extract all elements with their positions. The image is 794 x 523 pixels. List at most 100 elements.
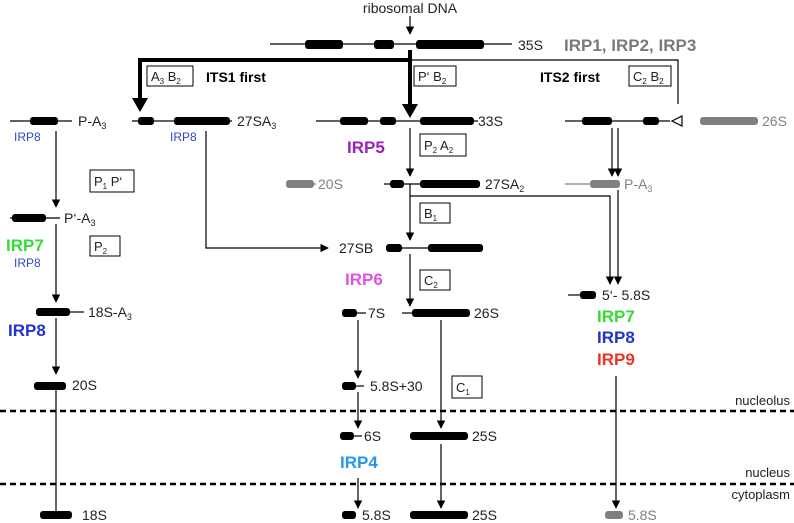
27sa3-bar-b <box>174 117 230 125</box>
box-b1 <box>419 202 451 224</box>
arrow-27sa2-to-58s <box>409 184 615 285</box>
26s-bar <box>412 309 470 317</box>
27sa2-bar-a <box>390 180 404 188</box>
cleavage-p1pprime: P1 P‘ <box>94 174 122 191</box>
irp8-right-label: IRP8 <box>597 328 635 347</box>
its2-bar-b <box>643 117 659 125</box>
label-18s: 18S <box>82 507 107 523</box>
label-pa3-right: P-A3 <box>624 176 652 194</box>
label-58s-5prime: 5‘- 5.8S <box>602 287 650 303</box>
label-20s-gray: 20S <box>318 176 343 192</box>
label-25s-cyto: 25S <box>472 507 497 523</box>
label-6s: 6S <box>364 428 381 444</box>
ribosomal-dna-label: ribosomal DNA <box>363 0 458 16</box>
box-pprime-b2 <box>413 65 457 87</box>
35s-bar-18s <box>305 40 343 49</box>
label-25s-nuc: 25S <box>472 428 497 444</box>
27sa2-bar-b <box>420 180 480 188</box>
its1-arrowhead <box>132 98 148 112</box>
its1-first-branch <box>138 50 412 100</box>
label-26s: 26S <box>474 305 499 321</box>
cleavage-pprime-b2: P‘ B2 <box>418 69 447 86</box>
label-ppa3: P‘-A3 <box>64 210 95 228</box>
its2-open-arrowhead <box>670 115 683 127</box>
cleavage-p2a2: P2 A2 <box>424 138 454 155</box>
33s-bar-c <box>420 117 474 125</box>
pa3-bar <box>30 117 58 125</box>
ppa3-bar <box>12 214 46 222</box>
cleavage-p2-left: P2 <box>94 239 108 256</box>
33s-arrowhead <box>402 104 418 118</box>
gray-bars <box>286 117 758 519</box>
58s30-bar <box>342 382 356 390</box>
label-27sa3: 27SA3 <box>237 113 276 131</box>
irp8-under-pa3: IRP8 <box>14 130 41 144</box>
nucleus-label: nucleus <box>745 465 790 480</box>
its2-first-label: ITS2 first <box>540 69 600 85</box>
27sa3-bar-a <box>138 117 154 125</box>
cleavage-c1: C1 <box>456 380 470 397</box>
58s-5prime-bar <box>580 291 596 299</box>
27sb-bar-a <box>386 244 402 252</box>
label-pa3-left: P-A3 <box>78 113 106 131</box>
its2-first-branch <box>410 59 679 104</box>
box-p1pprime <box>89 169 135 193</box>
irp8-under-27sa3: IRP8 <box>170 130 197 144</box>
20s-bar <box>34 382 66 390</box>
irp6-label: IRP6 <box>345 270 383 289</box>
label-20s: 20S <box>72 377 97 393</box>
its2-bar-a <box>582 117 612 125</box>
33s-bar-b <box>380 117 396 125</box>
35s-bar-25s <box>416 40 484 49</box>
58s-gray-bar <box>605 511 623 519</box>
cleavage-c2b2: C2 B2 <box>633 69 664 86</box>
label-26s-gray: 26S <box>762 113 787 129</box>
box-a3b2 <box>146 65 194 87</box>
label-27sb: 27SB <box>339 240 373 256</box>
label-27sa2: 27SA2 <box>485 176 524 194</box>
cytoplasm-label: cytoplasm <box>731 487 790 502</box>
box-p2-left <box>89 235 121 257</box>
26s-gray-bar <box>700 117 758 125</box>
cleavage-a3b2: A3 B2 <box>151 69 181 86</box>
rna-bars <box>12 40 659 519</box>
18sa3-bar <box>36 308 70 316</box>
irp9-right-label: IRP9 <box>597 350 635 369</box>
label-33s: 33S <box>478 113 503 129</box>
irp7-right-label: IRP7 <box>597 307 635 326</box>
6s-bar <box>340 432 354 440</box>
irp7-left-label: IRP7 <box>6 236 44 255</box>
compartment-lines <box>0 409 794 486</box>
cleavage-boxes <box>89 65 672 399</box>
25s-cyto-bar <box>410 511 468 519</box>
irp5-label: IRP5 <box>347 138 385 157</box>
18s-bar <box>40 511 72 519</box>
20s-gray-bar <box>286 180 314 188</box>
irp4-label: IRP4 <box>340 453 378 472</box>
label-58s-gray: 5.8S <box>628 507 657 523</box>
pa3-gray-bar <box>590 180 620 188</box>
label-7s: 7S <box>368 305 385 321</box>
35s-bar-58s <box>374 40 394 49</box>
arrow-27sa3-to-27sb <box>205 131 329 253</box>
nucleolus-label: nucleolus <box>735 393 790 408</box>
irp-group-label: IRP1, IRP2, IRP3 <box>564 36 696 55</box>
irp8-small-left-label: IRP8 <box>14 256 41 270</box>
label-58s30: 5.8S+30 <box>370 378 423 394</box>
cleavage-c2: C2 <box>424 273 438 290</box>
box-p2a2 <box>419 133 467 157</box>
box-c2 <box>419 269 451 291</box>
box-c1 <box>451 375 483 399</box>
label-35s: 35S <box>518 37 543 53</box>
label-18sa3: 18S-A3 <box>88 304 132 322</box>
its1-first-label: ITS1 first <box>206 69 266 85</box>
25s-nuc-bar <box>410 432 468 440</box>
58s-cyto-bar <box>342 511 356 519</box>
label-58s-cyto: 5.8S <box>362 507 391 523</box>
7s-bar <box>342 309 357 317</box>
irp8-big-left-label: IRP8 <box>8 321 46 340</box>
27sb-bar-b <box>428 244 483 252</box>
cleavage-b1: B1 <box>424 206 438 223</box>
